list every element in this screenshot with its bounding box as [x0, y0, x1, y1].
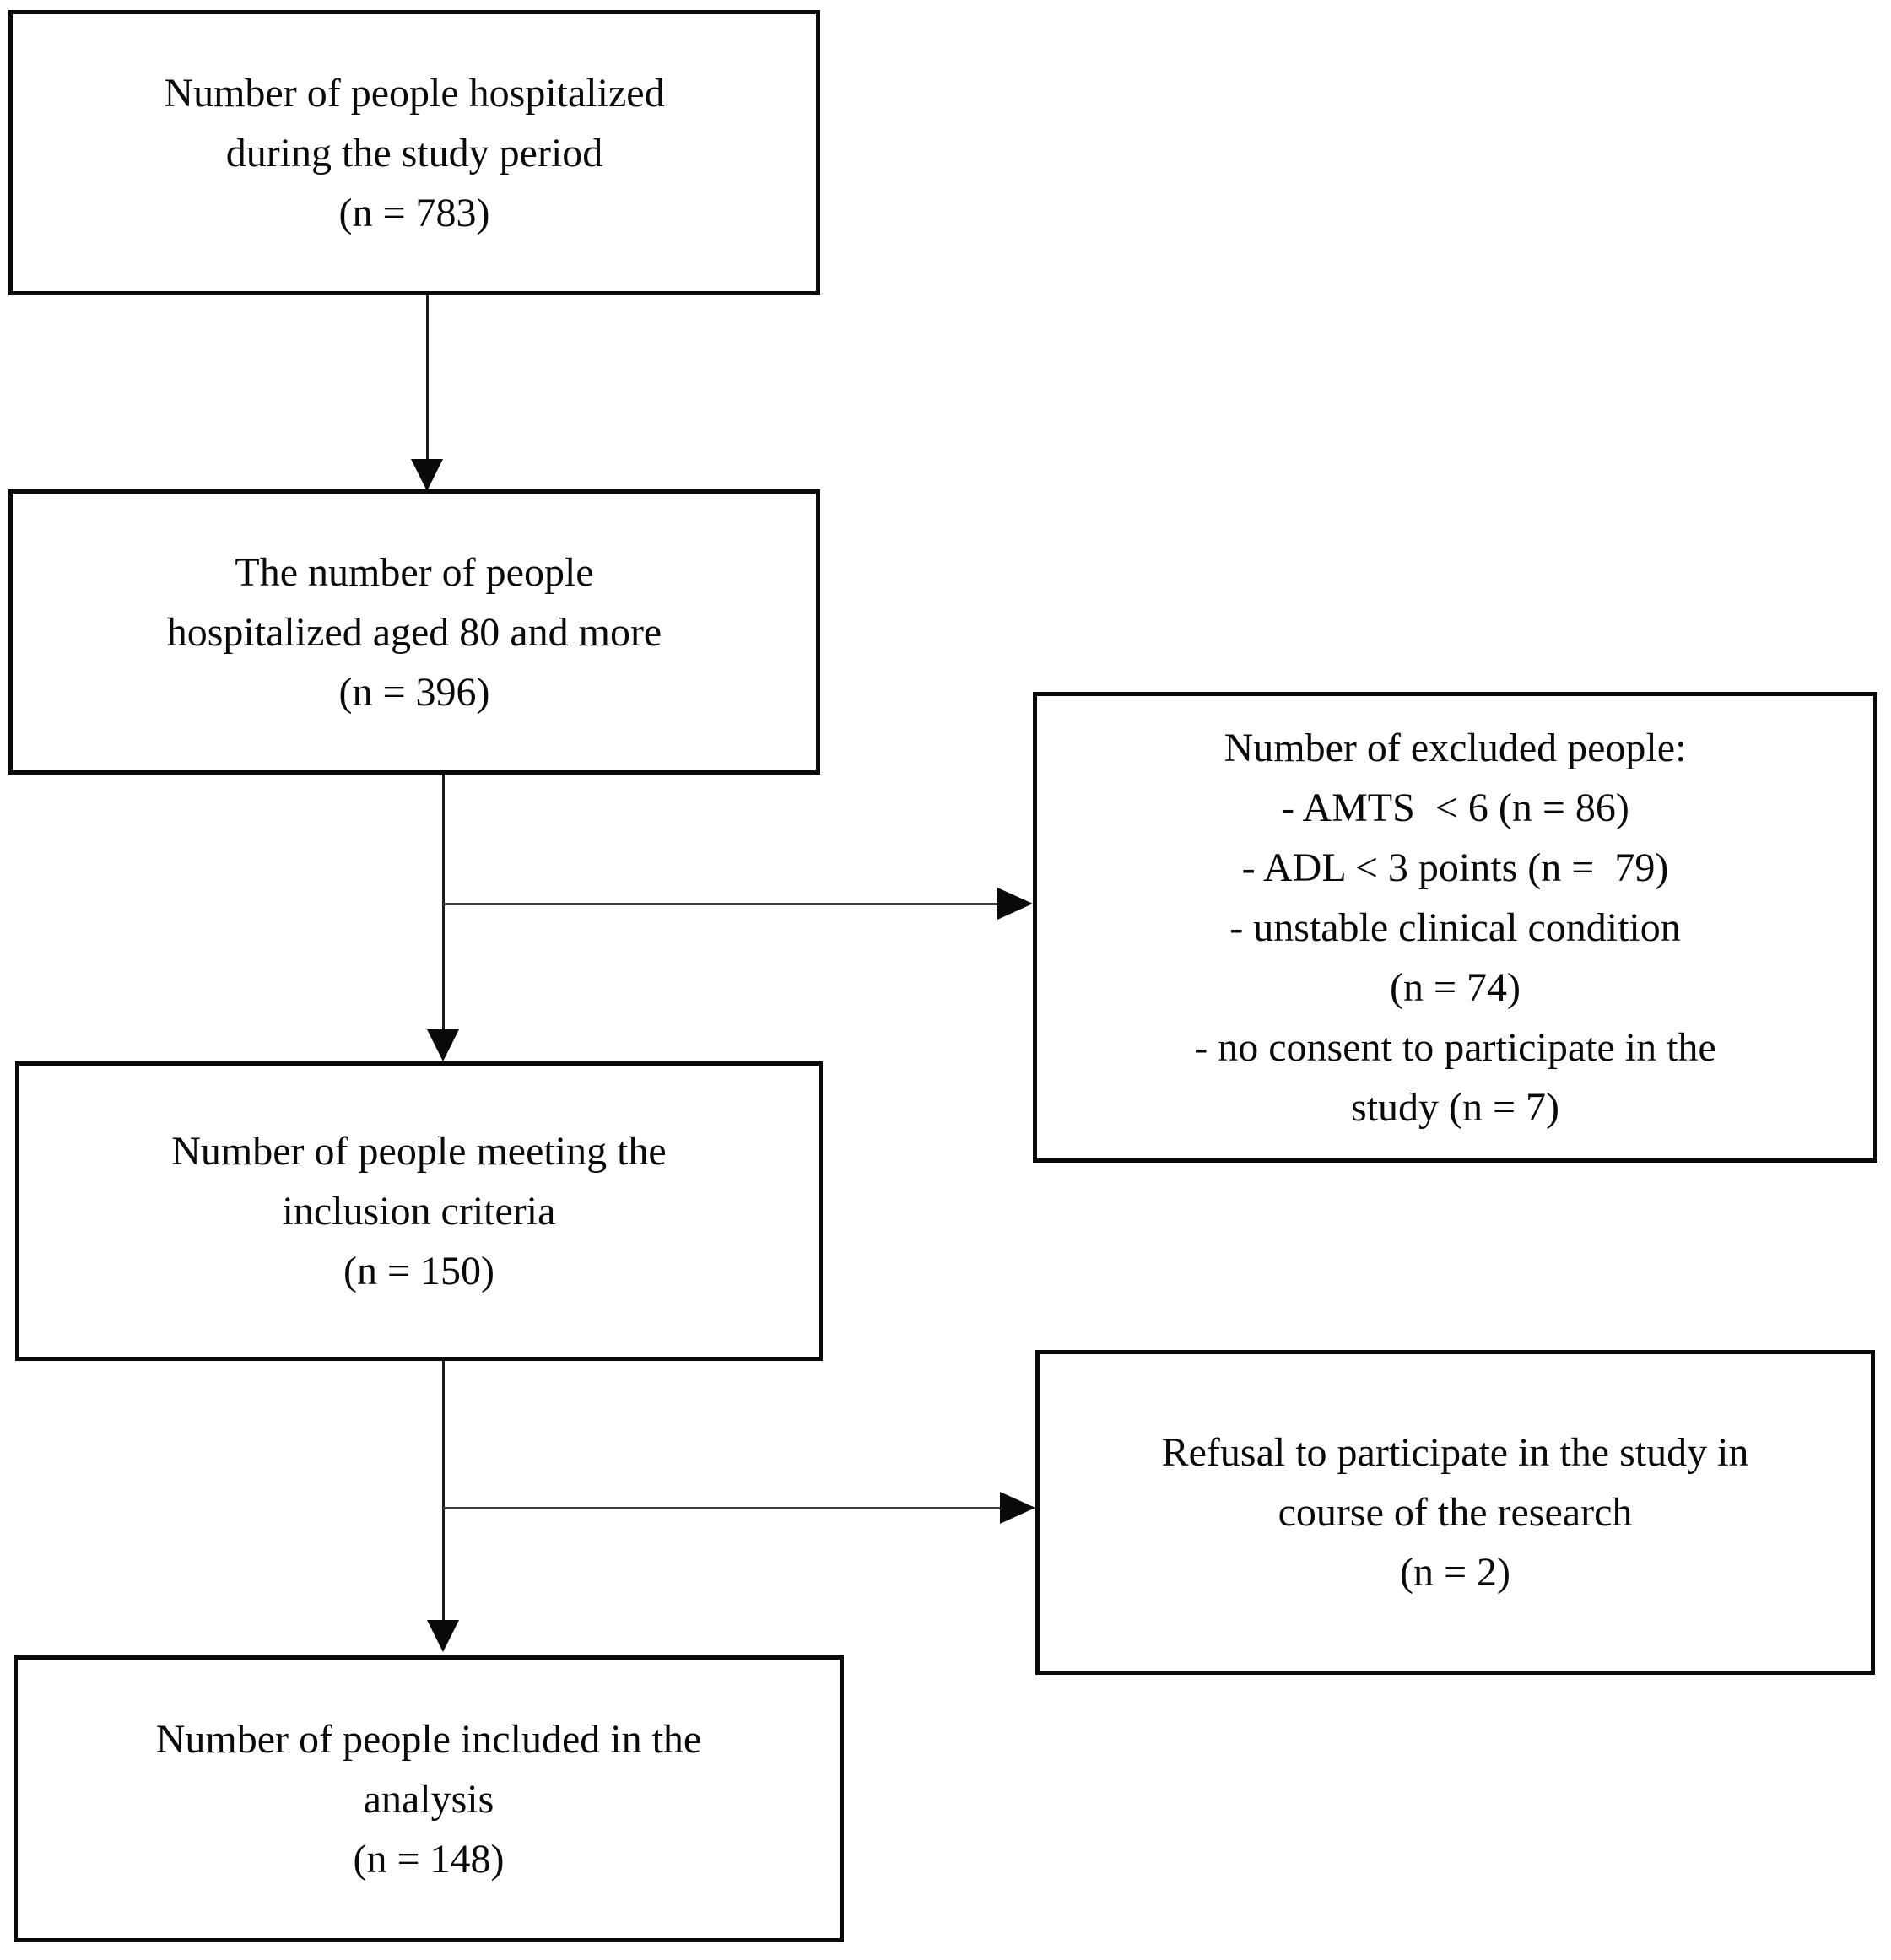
arrow-inclusion-to-analysis-stem	[442, 1361, 445, 1620]
text-line: The number of people	[235, 549, 594, 595]
arrowhead-down-icon	[427, 1620, 459, 1652]
box-analysis: Number of people included in the analysi…	[14, 1655, 844, 1942]
text-line: (n = 150)	[343, 1249, 495, 1293]
text-line: inclusion criteria	[282, 1189, 556, 1234]
text-line: (n = 396)	[338, 669, 490, 715]
text-line: - ADL < 3 points (n = 79)	[1241, 845, 1669, 890]
text-line: Number of people meeting the	[171, 1129, 667, 1174]
arrow-hospitalized-to-aged-stem	[426, 295, 429, 461]
text-line: study (n = 7)	[1350, 1084, 1560, 1130]
text-line: Number of excluded people:	[1224, 725, 1687, 770]
text-line: Refusal to participate in the study in	[1161, 1430, 1749, 1475]
text-line: analysis	[363, 1776, 494, 1822]
box-aged-80-and-more: The number of people hospitalized aged 8…	[8, 489, 820, 775]
arrow-to-excluded-branch	[443, 903, 998, 905]
text-line: - no consent to participate in the	[1194, 1024, 1716, 1070]
text-line: (n = 783)	[338, 190, 490, 235]
arrow-to-refusal-branch	[443, 1507, 1000, 1509]
text-line: course of the research	[1278, 1490, 1633, 1535]
text-line: Number of people hospitalized	[164, 70, 665, 116]
box-excluded: Number of excluded people: - AMTS < 6 (n…	[1033, 692, 1877, 1163]
text-line: Number of people included in the	[155, 1716, 702, 1762]
arrowhead-down-icon	[411, 459, 443, 491]
arrowhead-right-icon	[997, 888, 1033, 920]
text-line: during the study period	[225, 130, 603, 175]
text-line: (n = 74)	[1389, 964, 1521, 1010]
text-line: - AMTS < 6 (n = 86)	[1281, 785, 1629, 830]
text-line: (n = 2)	[1399, 1550, 1511, 1595]
arrowhead-right-icon	[1000, 1492, 1035, 1524]
box-refusal: Refusal to participate in the study in c…	[1035, 1350, 1875, 1675]
box-hospitalized: Number of people hospitalized during the…	[8, 10, 820, 295]
text-line: hospitalized aged 80 and more	[166, 609, 662, 655]
text-line: (n = 148)	[353, 1836, 505, 1882]
box-inclusion-criteria: Number of people meeting the inclusion c…	[15, 1061, 823, 1361]
text-line: - unstable clinical condition	[1229, 904, 1681, 950]
arrowhead-down-icon	[427, 1029, 459, 1061]
